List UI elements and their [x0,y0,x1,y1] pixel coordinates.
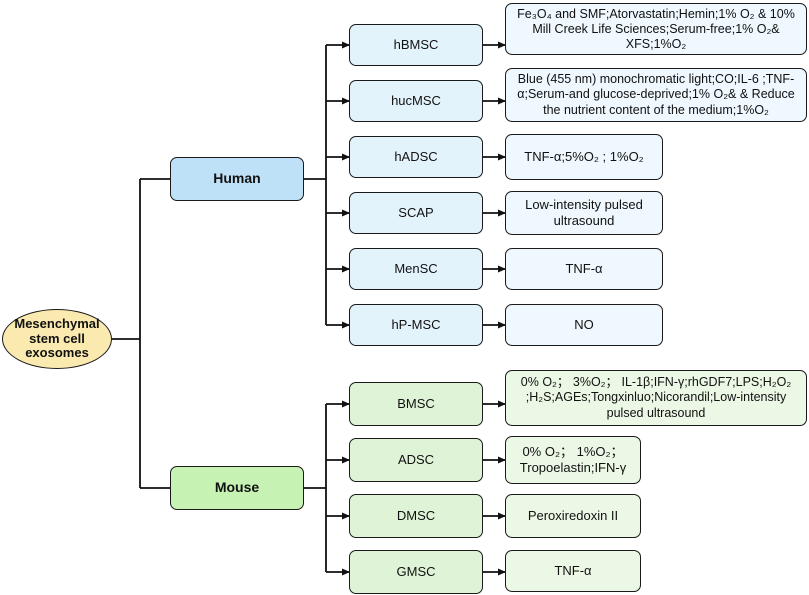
condition-box-gmsc: TNF-α [505,550,641,592]
cell-label: ADSC [397,451,435,467]
cell-label: SCAP [398,204,434,220]
cell-node-dmsc: DMSC [349,494,483,538]
group-mouse: Mouse [170,466,304,510]
cell-node-hadsc: hADSC [349,136,483,178]
cell-node-hucmsc: hucMSC [349,80,483,122]
group-mouse-label: Mouse [214,479,260,496]
condition-text: TNF-α [554,562,592,578]
cell-node-hp-msc: hP-MSC [349,304,483,346]
condition-text: 0% O₂； 3%O₂； IL-1β;IFN-γ;rhGDF7;LPS;H₂O₂… [520,374,792,420]
condition-box-hbmsc: Fe₃O₄ and SMF;Atorvastatin;Hemin;1% O₂ &… [505,3,807,55]
root-node: Mesenchymal stem cell exosomes [2,309,112,369]
condition-box-hadsc: TNF-α;5%O₂ ; 1%O₂ [505,134,663,180]
cell-node-bmsc: BMSC [349,382,483,426]
condition-text: Low-intensity pulsed ultrasound [525,196,643,228]
condition-box-bmsc: 0% O₂； 3%O₂； IL-1β;IFN-γ;rhGDF7;LPS;H₂O₂… [505,370,807,426]
condition-text: TNF-α;5%O₂ ; 1%O₂ [524,148,644,164]
condition-text: NO [574,316,594,332]
cell-node-gmsc: GMSC [349,550,483,594]
cell-node-mensc: MenSC [349,248,483,290]
cell-label: hucMSC [391,92,441,108]
root-label: Mesenchymal stem cell exosomes [14,315,100,361]
condition-text: Fe₃O₄ and SMF;Atorvastatin;Hemin;1% O₂ &… [517,6,795,51]
cell-label: MenSC [394,260,438,276]
cell-node-adsc: ADSC [349,438,483,482]
condition-box-scap: Low-intensity pulsed ultrasound [505,191,663,235]
cell-label: GMSC [396,563,436,579]
group-human: Human [170,157,304,201]
cell-label: hP-MSC [391,316,441,332]
condition-box-hucmsc: Blue (455 nm) monochromatic light;CO;IL-… [505,68,807,122]
condition-box-adsc: 0% O₂； 1%O₂； Tropoelastin;IFN-γ [505,436,641,484]
condition-box-dmsc: Peroxiredoxin II [505,494,641,538]
condition-box-hp-msc: NO [505,304,663,346]
cell-node-scap: SCAP [349,192,483,234]
cell-node-hbmsc: hBMSC [349,24,483,66]
cell-label: BMSC [397,395,435,411]
cell-label: hBMSC [393,36,439,52]
cell-label: hADSC [394,148,438,164]
condition-text: Blue (455 nm) monochromatic light;CO;IL-… [517,71,795,117]
condition-text: Peroxiredoxin II [527,507,619,523]
condition-text: TNF-α [565,260,603,276]
group-human-label: Human [213,170,261,187]
condition-text: 0% O₂； 1%O₂； Tropoelastin;IFN-γ [519,443,627,475]
condition-box-mensc: TNF-α [505,248,663,290]
cell-label: DMSC [396,507,436,523]
